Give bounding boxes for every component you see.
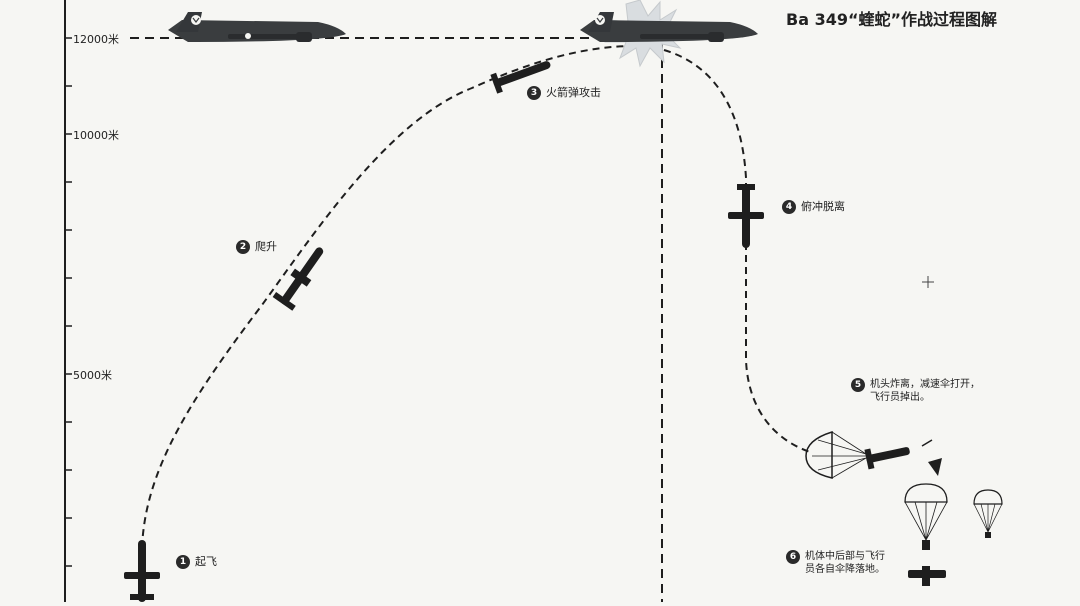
- step-badge: 6: [786, 550, 800, 564]
- step-label: 机头炸离，减速伞打开， 飞行员掉出。: [870, 379, 980, 403]
- altitude-label-5000: 5000米: [73, 369, 112, 382]
- crosshair-mark-icon: [922, 276, 934, 288]
- debris-fragment-icon: [921, 439, 933, 447]
- natter-attack-icon: [490, 61, 551, 94]
- diagram-title: Ba 349“蝰蛇”作战过程图解: [786, 10, 997, 29]
- step-2: 2 爬升: [236, 240, 277, 254]
- pilot-parachute-icon: [904, 483, 948, 550]
- step-badge: 4: [782, 200, 796, 214]
- landed-section-icon: [908, 566, 946, 586]
- step-3: 3 火箭弹攻击: [527, 86, 601, 100]
- step-label: 爬升: [255, 240, 277, 253]
- step-label: 起飞: [195, 555, 217, 568]
- step-label: 火箭弹攻击: [546, 86, 601, 99]
- climb-path: [141, 44, 641, 549]
- natter-dive-icon: [728, 184, 764, 248]
- natter-fuselage-icon: [864, 447, 910, 470]
- step-badge: 5: [851, 378, 865, 392]
- step-6: 6 机体中后部与飞行 员各自伞降落地。: [786, 550, 885, 576]
- step-label: 机体中后部与飞行 员各自伞降落地。: [805, 551, 885, 575]
- dive-path: [663, 49, 811, 453]
- section-parachute-icon: [973, 489, 1003, 538]
- natter-takeoff-icon: [124, 540, 160, 602]
- step-badge: 3: [527, 86, 541, 100]
- natter-climb-icon: [272, 247, 324, 311]
- nose-debris-icon: [928, 458, 942, 476]
- step-1: 1 起飞: [176, 555, 217, 569]
- axis-ticks: [65, 37, 72, 567]
- drogue-parachute-icon: [805, 430, 867, 479]
- altitude-label-12000: 12000米: [73, 33, 119, 46]
- step-label: 俯冲脱离: [801, 200, 845, 213]
- step-badge: 1: [176, 555, 190, 569]
- bomber-right-icon: [580, 12, 758, 42]
- step-badge: 2: [236, 240, 250, 254]
- bomber-left-icon: [168, 12, 346, 42]
- altitude-label-10000: 10000米: [73, 129, 119, 142]
- step-5: 5 机头炸离，减速伞打开， 飞行员掉出。: [851, 378, 980, 404]
- step-4: 4 俯冲脱离: [782, 200, 845, 214]
